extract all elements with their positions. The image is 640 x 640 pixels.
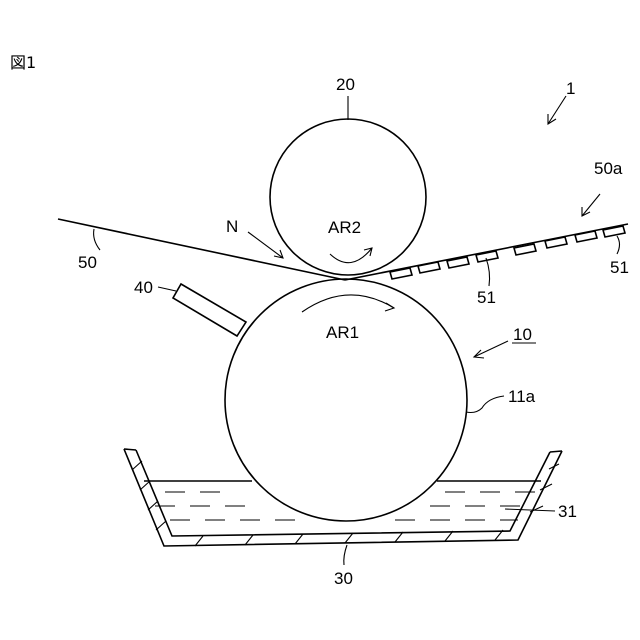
leader-belt-right — [582, 194, 600, 216]
label-tank: 30 — [334, 569, 353, 588]
label-roller-top: 20 — [336, 75, 355, 94]
label-roller-surface: 11a — [508, 387, 536, 406]
blade — [173, 284, 246, 336]
leader-tank — [344, 545, 347, 565]
protrusion — [418, 262, 440, 273]
label-nip: N — [226, 217, 238, 236]
top-roller — [270, 119, 426, 275]
protrusion — [545, 237, 567, 248]
tank-left-rim — [124, 449, 136, 450]
leader-blade — [158, 287, 176, 291]
leader-belt-left — [94, 229, 100, 250]
label-belt-right: 50a — [594, 159, 623, 178]
tank-right-rim — [550, 451, 562, 452]
leader-nip — [248, 232, 283, 258]
label-protrusion-mid: 51 — [477, 288, 496, 307]
main-roller — [225, 279, 467, 521]
label-rotation-top: AR2 — [328, 218, 361, 237]
figure-title: 図1 — [10, 53, 36, 72]
label-protrusion-right: 51 — [610, 258, 629, 277]
label-unit: 10 — [513, 325, 532, 344]
label-rotation-main: AR1 — [326, 323, 359, 342]
leader-unit — [474, 341, 508, 357]
protrusion — [575, 231, 597, 242]
blade-body — [173, 284, 246, 336]
label-device: 1 — [566, 79, 575, 98]
leader-roller-surface — [466, 396, 504, 413]
leader-protrusion-right — [617, 236, 620, 254]
leader-liquid — [505, 509, 555, 511]
label-belt-left: 50 — [78, 253, 97, 272]
leader-device — [548, 96, 566, 124]
protrusions — [390, 226, 625, 279]
label-liquid: 31 — [558, 502, 577, 521]
leader-unit-head — [474, 350, 484, 358]
label-blade: 40 — [134, 278, 153, 297]
leader-protrusion-mid — [486, 258, 490, 286]
